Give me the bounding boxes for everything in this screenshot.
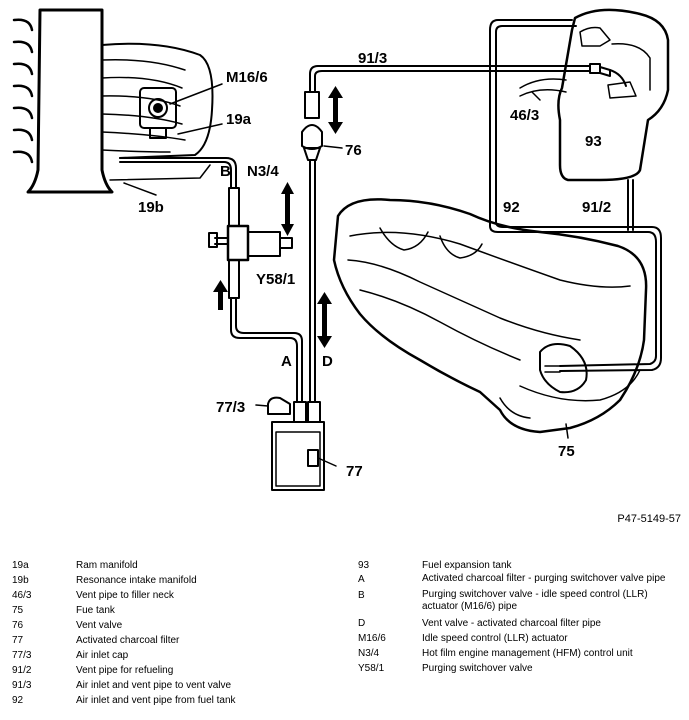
legend-code: 91/2: [12, 665, 32, 676]
legend-description: Vent pipe for refueling: [76, 665, 174, 676]
label-b: B: [220, 163, 231, 180]
legend-code: D: [358, 618, 366, 629]
legend-row: 75 Fue tank: [12, 603, 342, 618]
pipe-d: [309, 159, 316, 403]
legend-code: 19a: [12, 560, 29, 571]
legend-row: 91/3 Air inlet and vent pipe to vent valv…: [12, 678, 342, 693]
flow-arrow-91-3: [328, 86, 343, 134]
legend-left: 19a Ram manifold 19b Resonance intake manif…: [12, 558, 342, 708]
pipe-92: [489, 19, 662, 372]
label-76: 76: [345, 142, 362, 159]
legend-description: Air inlet and vent pipe to vent valve: [76, 680, 232, 691]
legend-row: M16/6 Idle speed control (LLR) actuator: [358, 631, 683, 646]
legend-row: 46/3 Vent pipe to filler neck: [12, 588, 342, 603]
label-19b: 19b: [138, 199, 164, 216]
label-n3-4: N3/4: [247, 163, 279, 180]
legend-code: M16/6: [358, 633, 386, 644]
legend-row: A Activated charcoal filter - purging swi…: [358, 573, 683, 586]
fuel-tank: [332, 198, 648, 439]
legend-code: 91/3: [12, 680, 32, 691]
label-m16-6: M16/6: [226, 69, 268, 86]
legend-code: A: [358, 574, 365, 585]
label-92: 92: [503, 199, 520, 216]
legend-description: Purging switchover valve - idle speed co…: [422, 589, 648, 612]
label-a: A: [281, 353, 292, 370]
evaporative-emission-diagram: M16/6 19a 19b 91/3 46/3 93 76 B N3/4 92 …: [12, 8, 670, 491]
label-y58-1: Y58/1: [256, 271, 295, 288]
legend-row: 77/3 Air inlet cap: [12, 648, 342, 663]
pipe-a: [230, 297, 303, 403]
legend-description: Resonance intake manifold: [76, 575, 197, 586]
legend-description: Vent valve - activated charcoal filter p…: [422, 618, 601, 629]
legend-row: 92 Air inlet and vent pipe from fuel tank: [12, 693, 342, 708]
label-75: 75: [558, 443, 575, 460]
legend-description: Ram manifold: [76, 560, 138, 571]
legend-code: 75: [12, 605, 24, 616]
legend-description: Vent valve: [76, 620, 123, 631]
legend-row: 91/2 Vent pipe for refueling: [12, 663, 342, 678]
label-d: D: [322, 353, 333, 370]
flow-arrow-b: [281, 182, 294, 236]
legend-code: N3/4: [358, 648, 380, 659]
legend-code: 19b: [12, 575, 29, 586]
activated-charcoal-filter: [255, 396, 337, 491]
legend-description: Air inlet cap: [76, 650, 129, 661]
reference-number: P47-5149-57: [617, 513, 681, 525]
label-93: 93: [585, 133, 602, 150]
legend-code: 77: [12, 635, 24, 646]
label-19a: 19a: [226, 111, 252, 128]
purging-switchover-valve: [208, 224, 293, 299]
legend-description: Hot film engine management (HFM) control…: [422, 648, 633, 659]
legend-code: 93: [358, 560, 370, 571]
legend-description: Activated charcoal filter - purging swit…: [422, 573, 666, 584]
legend-row: D Vent valve - activated charcoal filter …: [358, 616, 683, 631]
label-77: 77: [346, 463, 363, 480]
legend-row: 76 Vent valve: [12, 618, 342, 633]
vent-valve: [301, 91, 343, 161]
legend-row: 19b Resonance intake manifold: [12, 573, 342, 588]
label-46-3: 46/3: [510, 107, 539, 124]
legend-row: 77 Activated charcoal filter: [12, 633, 342, 648]
legend-description: Purging switchover valve: [422, 663, 533, 674]
legend-description: Air inlet and vent pipe from fuel tank: [76, 695, 236, 706]
legend-description: Activated charcoal filter: [76, 635, 180, 646]
pipe-91-3: [309, 63, 627, 93]
legend-row: 93 Fuel expansion tank: [358, 558, 683, 573]
flow-arrow-a: [213, 280, 228, 310]
legend-code: B: [358, 590, 365, 601]
legend-description: Vent pipe to filler neck: [76, 590, 174, 601]
legend-description: Fue tank: [76, 605, 115, 616]
legend-code: Y58/1: [358, 663, 385, 674]
legend-row: Y58/1 Purging switchover valve: [358, 661, 683, 676]
legend-code: 77/3: [12, 650, 32, 661]
pipe-91-2: [627, 179, 634, 231]
intake-manifold-assembly: [12, 8, 223, 196]
legend-code: 76: [12, 620, 24, 631]
flow-arrow-d: [317, 292, 332, 348]
legend-code: 92: [12, 695, 24, 706]
legend-row: B Purging switchover valve - idle speed c…: [358, 589, 683, 613]
label-91-3: 91/3: [358, 50, 387, 67]
legend-description: Fuel expansion tank: [422, 560, 512, 571]
label-77-3: 77/3: [216, 399, 245, 416]
legend-description: Idle speed control (LLR) actuator: [422, 633, 568, 644]
label-91-2: 91/2: [582, 199, 611, 216]
legend-row: N3/4 Hot film engine management (HFM) con…: [358, 646, 683, 661]
legend-code: 46/3: [12, 590, 32, 601]
legend-row: 19a Ram manifold: [12, 558, 342, 573]
fuel-expansion-tank: [519, 8, 670, 182]
